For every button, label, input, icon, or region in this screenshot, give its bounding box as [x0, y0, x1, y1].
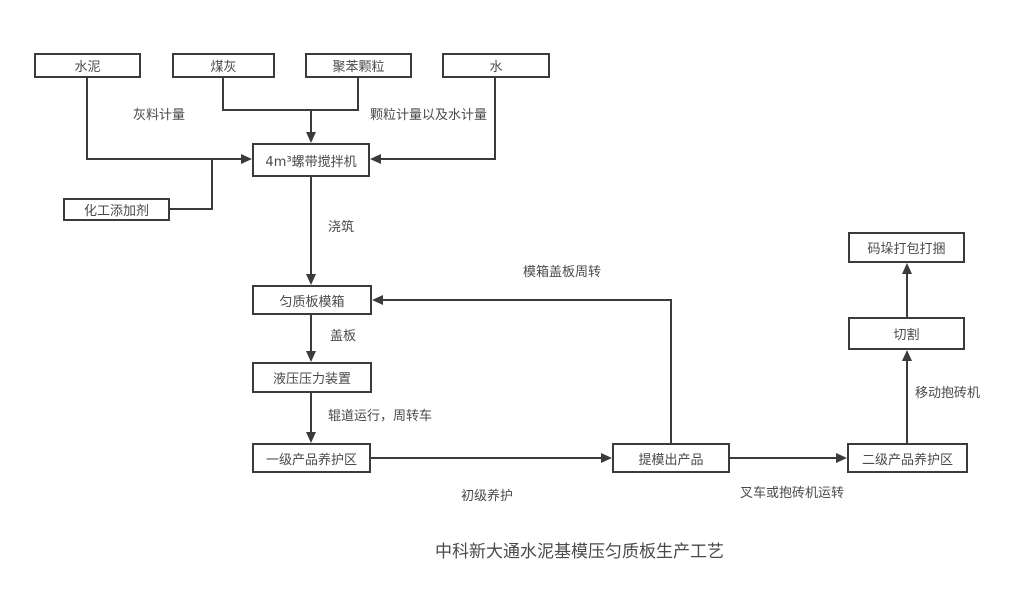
arrow-hydraulic-to-primary [306, 432, 316, 443]
node-mixer: 4m³螺带搅拌机 [252, 143, 370, 177]
edge-label-mobile-brick-clamp: 移动抱砖机 [915, 386, 981, 401]
node-secondary-curing-area: 二级产品养护区 [847, 443, 968, 473]
node-demolded-product: 提模出产品 [612, 443, 730, 473]
arrow-cement-into-mixer [241, 154, 252, 164]
edge-granules-drop [310, 109, 312, 132]
edge-demold-to-secondary [730, 457, 836, 459]
node-cutting: 切割 [848, 317, 965, 350]
node-coal-ash: 煤灰 [172, 53, 275, 78]
edge-additive-right [170, 208, 213, 210]
node-panel-mold-box: 匀质板模箱 [252, 285, 372, 315]
edge-mold-box-to-hydraulic [310, 315, 312, 351]
node-stack-pack-bundle: 码垛打包打捆 [848, 232, 965, 263]
edge-water-down [494, 78, 496, 160]
edge-additive-up [211, 158, 213, 210]
edge-label-ash-metering: 灰料计量 [133, 108, 186, 123]
node-chemical-additive: 化工添加剂 [63, 198, 170, 221]
edge-cement-down [86, 78, 88, 159]
edge-mixer-to-mold-box [310, 177, 312, 274]
edge-coal-ash-down [222, 78, 224, 111]
arrow-feedback-into-mold-box [372, 295, 383, 305]
edge-polystyrene-down [357, 78, 359, 111]
node-hydraulic-press: 液压压力装置 [252, 362, 372, 393]
arrow-granules-into-mixer [306, 132, 316, 143]
edge-hydraulic-to-primary [310, 393, 312, 432]
arrow-secondary-to-cutting [902, 350, 912, 361]
arrow-primary-to-demold [601, 453, 612, 463]
arrow-mold-box-to-hydraulic [306, 351, 316, 362]
arrow-cutting-to-packing [902, 263, 912, 274]
edge-primary-to-demold [371, 457, 601, 459]
edge-label-mold-cover-turnover: 模箱盖板周转 [523, 265, 602, 280]
arrow-water-into-mixer [370, 154, 381, 164]
edge-granules-join-bar [222, 109, 359, 111]
edge-label-forklift-or-brick-clamp-transfer: 叉车或抱砖机运转 [740, 486, 845, 501]
node-primary-curing-area: 一级产品养护区 [252, 443, 371, 473]
node-polystyrene-granules: 聚苯颗粒 [305, 53, 412, 78]
edge-label-roller-run-transfer-car: 辊道运行，周转车 [328, 409, 433, 424]
edge-secondary-to-cutting [906, 361, 908, 443]
edge-water-left [381, 158, 495, 160]
edge-label-granule-and-water-metering: 颗粒计量以及水计量 [370, 108, 488, 123]
edge-cement-right [86, 158, 241, 160]
edge-label-primary-curing: 初级养护 [461, 489, 514, 504]
edge-label-cover-plate: 盖板 [330, 329, 357, 344]
edge-feedback-up [670, 300, 672, 443]
node-cement: 水泥 [34, 53, 141, 78]
node-water: 水 [442, 53, 550, 78]
diagram-title: 中科新大通水泥基模压匀质板生产工艺 [435, 542, 724, 562]
arrow-demold-to-secondary [836, 453, 847, 463]
edge-feedback-left [383, 299, 672, 301]
edge-cutting-to-packing [906, 274, 908, 317]
arrow-mixer-to-mold-box [306, 274, 316, 285]
edge-label-pouring: 浇筑 [328, 220, 355, 235]
